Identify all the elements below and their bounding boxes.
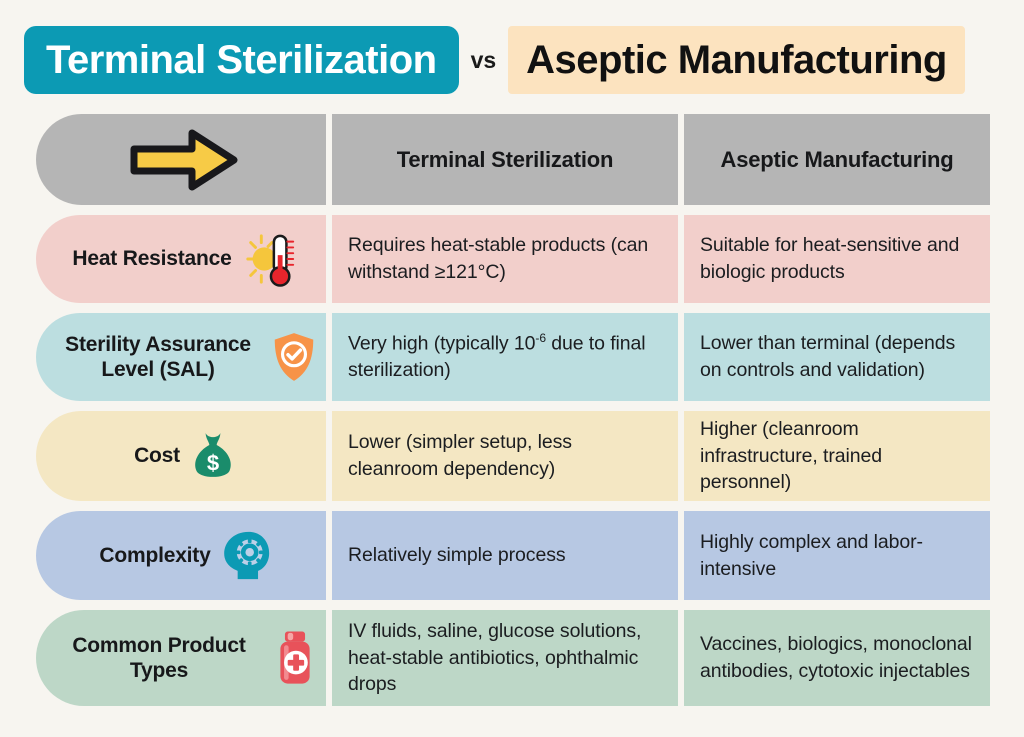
cell-text: Lower than terminal (depends on controls… <box>700 332 956 381</box>
row-label-text: Cost <box>134 444 180 468</box>
header-aseptic-label: Aseptic Manufacturing <box>720 146 954 172</box>
row-label-sterility-assurance-level: Sterility Assurance Level (SAL) <box>36 313 326 401</box>
row-terminal-cost: Lower (simpler setup, less cleanroom dep… <box>332 411 678 501</box>
title-bar: Terminal Sterilization vs Aseptic Manufa… <box>24 26 1000 94</box>
row-terminal-heat-resistance: Requires heat-stable products (can withs… <box>332 215 678 303</box>
row-label-heat-resistance: Heat Resistance <box>36 215 326 303</box>
money-bag-icon: $ <box>190 429 236 483</box>
row-label-complexity: Complexity <box>36 511 326 600</box>
table-row: Complexity <box>36 511 990 600</box>
cell-text-suffix: due to final sterilization) <box>348 332 646 382</box>
header-label-cell <box>36 114 326 205</box>
cell-text: Suitable for heat-sensitive and biologic… <box>700 234 960 283</box>
cell-text-superscript: -6 <box>535 330 546 345</box>
cell-text: Highly complex and labor-intensive <box>700 530 923 580</box>
title-badge-terminal-sterilization: Terminal Sterilization <box>24 26 459 94</box>
cell-text: Very high (typically 10-6 due to final s… <box>348 330 662 384</box>
row-terminal-sterility-assurance-level: Very high (typically 10-6 due to final s… <box>332 313 678 401</box>
title-right-text: Aseptic Manufacturing <box>526 38 947 82</box>
table-header-row: Terminal Sterilization Aseptic Manufactu… <box>36 114 990 205</box>
row-terminal-complexity: Relatively simple process <box>332 511 678 600</box>
row-aseptic-cost: Higher (cleanroom infrastructure, traine… <box>684 411 990 501</box>
cell-text-prefix: Very high (typically 10 <box>348 332 536 355</box>
table-row: Heat Resistance <box>36 215 990 303</box>
vs-separator: vs <box>470 46 497 73</box>
cell-text: Vaccines, biologics, monoclonal antibodi… <box>700 633 972 682</box>
header-terminal-label: Terminal Sterilization <box>396 146 614 172</box>
cell-text: Relatively simple process <box>348 544 566 567</box>
cell-text: Lower (simpler setup, less cleanroom dep… <box>348 431 572 480</box>
row-label-text: Complexity <box>99 543 211 567</box>
title-left-text: Terminal Sterilization <box>46 38 437 82</box>
row-aseptic-complexity: Highly complex and labor-intensive <box>684 511 990 600</box>
medicine-bottle-icon <box>274 629 316 687</box>
cell-text: IV fluids, saline, glucose solutions, he… <box>348 619 642 696</box>
table-row: Common Product Types IV fluids, saline, … <box>36 610 990 706</box>
table-row: Sterility Assurance Level (SAL) Very hig… <box>36 313 990 401</box>
svg-text:$: $ <box>207 451 219 476</box>
title-badge-aseptic-manufacturing: Aseptic Manufacturing <box>508 26 965 94</box>
table-row: Cost $ Lower (simpler setup, less cleanr… <box>36 411 990 501</box>
row-aseptic-sterility-assurance-level: Lower than terminal (depends on controls… <box>684 313 990 401</box>
cell-text: Requires heat-stable products (can withs… <box>348 234 649 283</box>
header-aseptic-cell: Aseptic Manufacturing <box>684 114 990 205</box>
comparison-table: Terminal Sterilization Aseptic Manufactu… <box>36 114 990 716</box>
row-aseptic-heat-resistance: Suitable for heat-sensitive and biologic… <box>684 215 990 303</box>
cell-text: Higher (cleanroom infrastructure, traine… <box>700 417 882 494</box>
row-label-common-product-types: Common Product Types <box>36 610 326 706</box>
row-terminal-common-product-types: IV fluids, saline, glucose solutions, he… <box>332 610 678 706</box>
row-label-text: Heat Resistance <box>72 247 232 271</box>
head-gear-icon <box>221 529 271 583</box>
header-terminal-cell: Terminal Sterilization <box>332 114 678 205</box>
row-aseptic-common-product-types: Vaccines, biologics, monoclonal antibodi… <box>684 610 990 706</box>
row-label-cost: Cost $ <box>36 411 326 501</box>
thermometer-sun-icon <box>242 230 298 288</box>
row-label-text: Common Product Types <box>72 633 246 682</box>
shield-check-icon <box>272 331 316 383</box>
arrow-right-icon <box>130 129 240 191</box>
row-label-text: Sterility Assurance Level (SAL) <box>65 332 251 381</box>
